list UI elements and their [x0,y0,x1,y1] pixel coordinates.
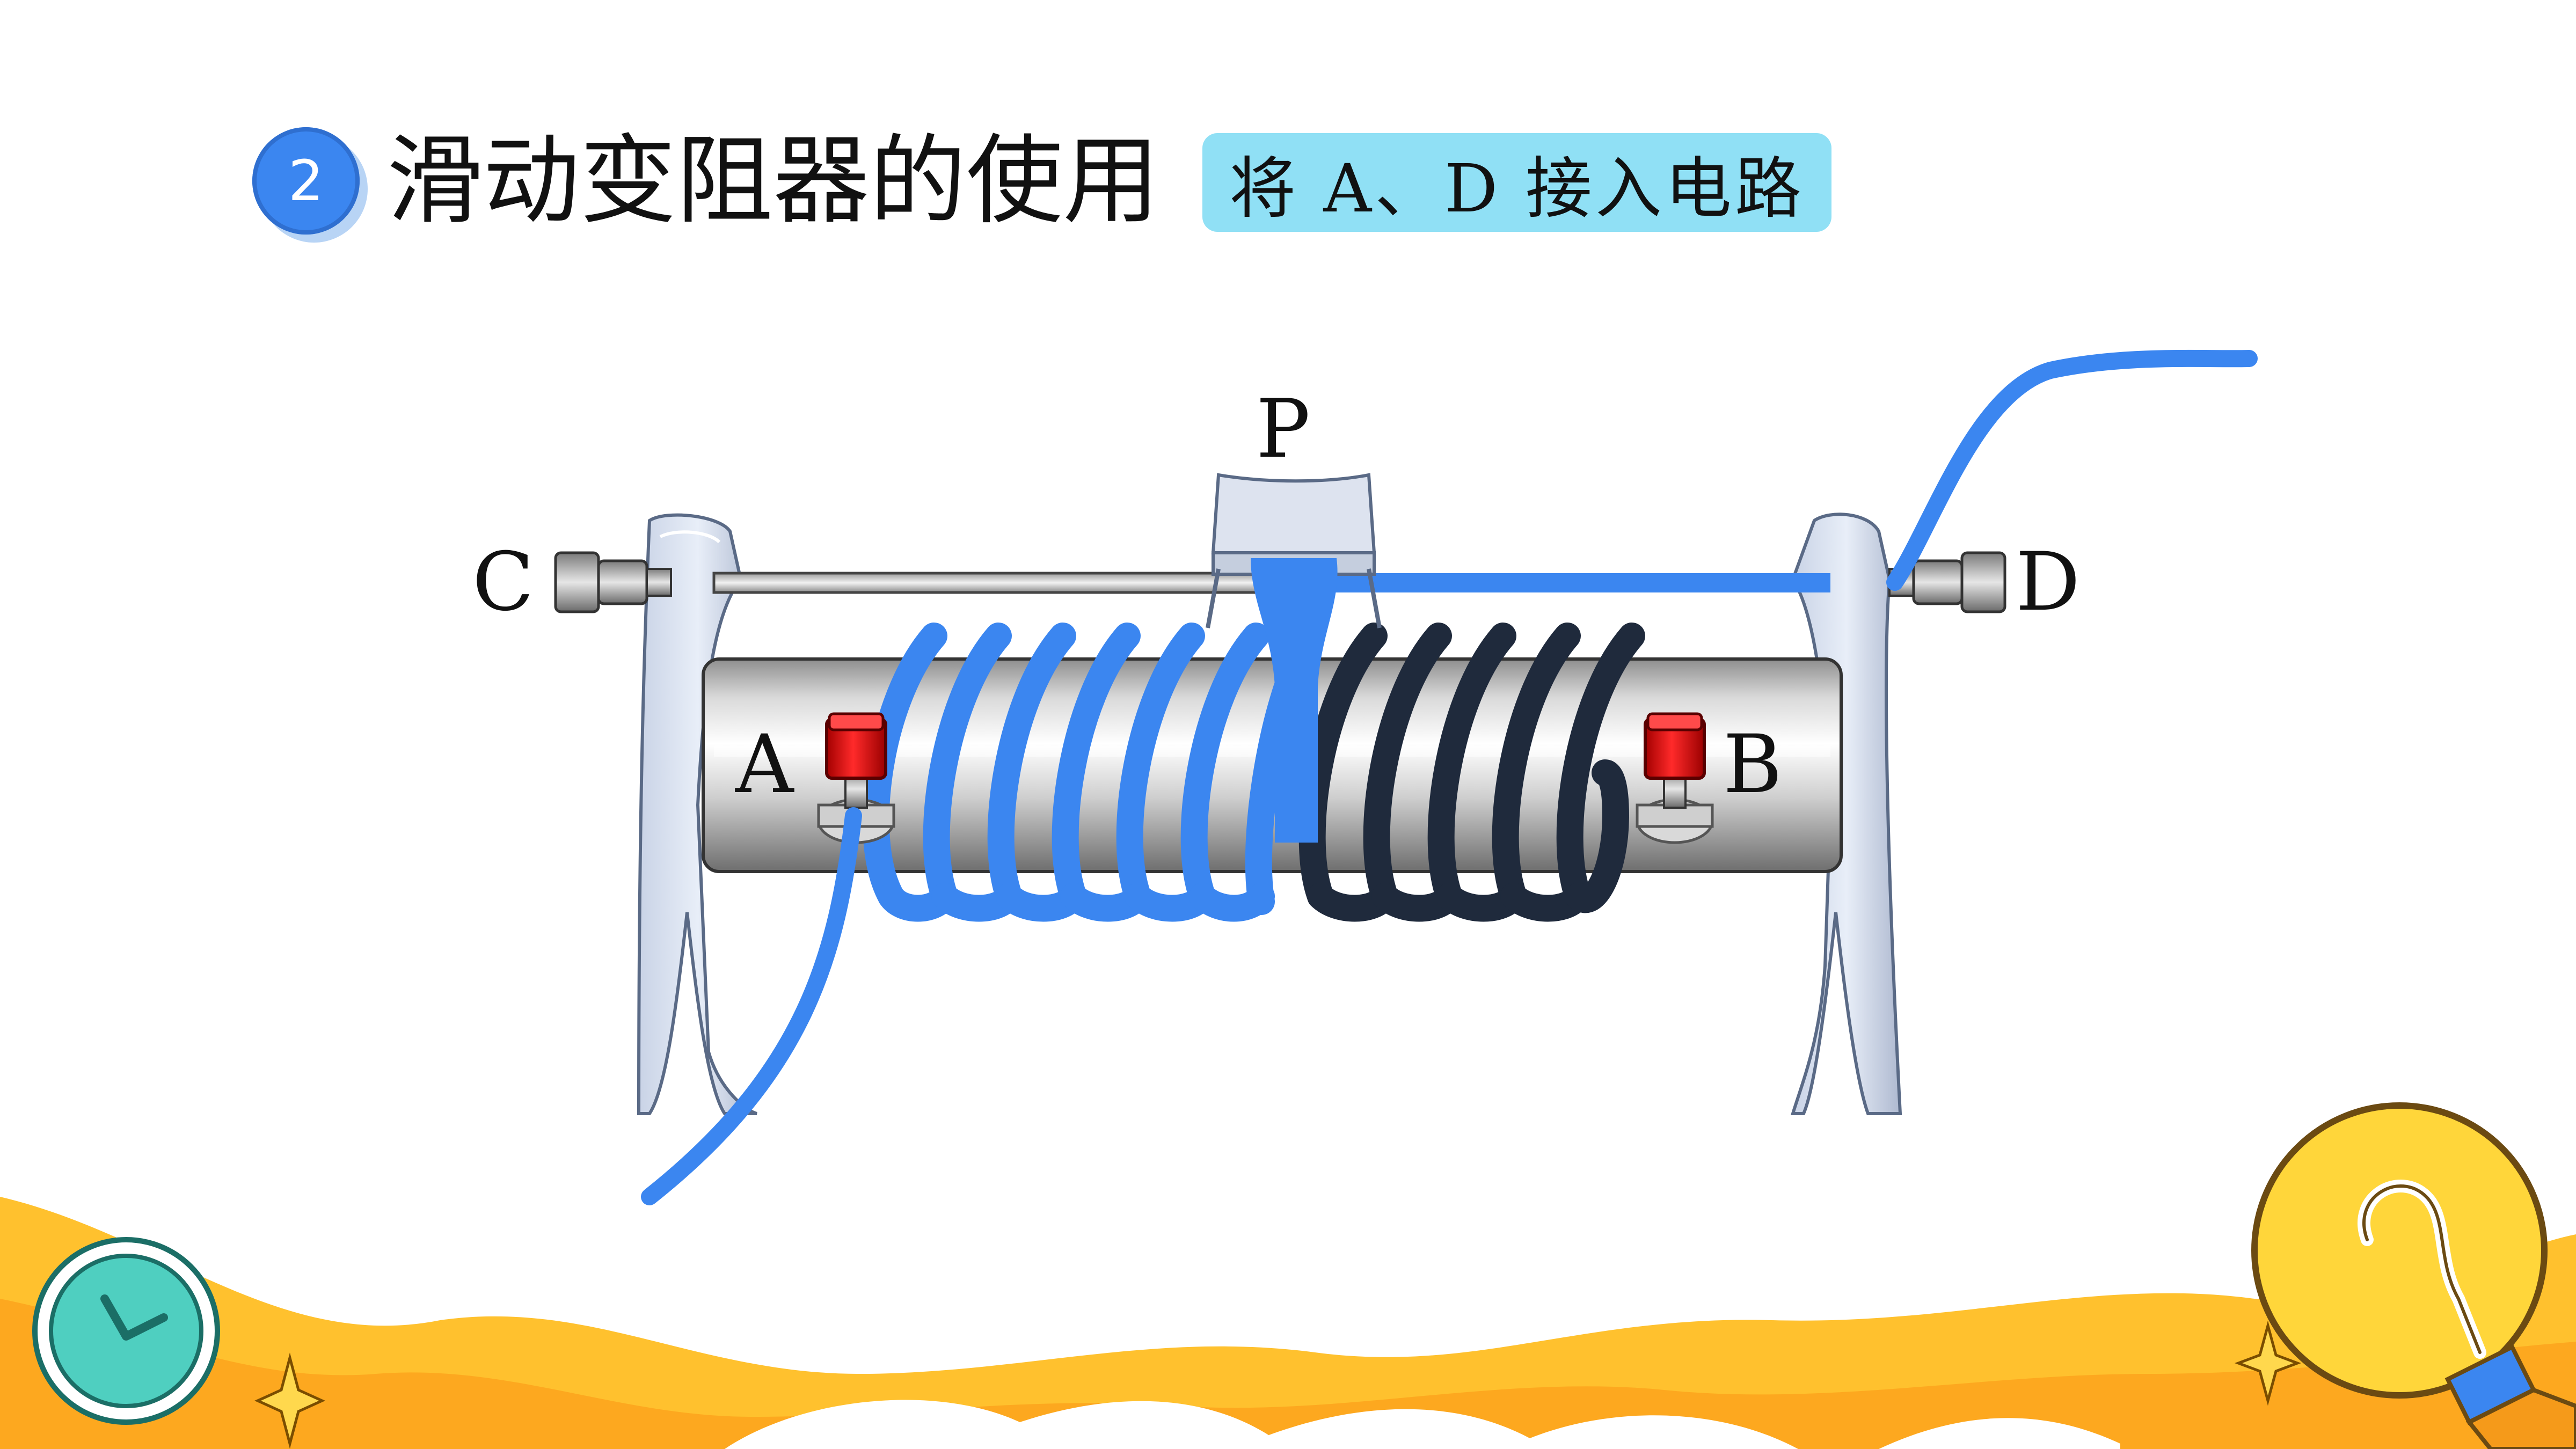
wire-a [641,807,862,1205]
page-title: 滑动变阻器的使用 [386,125,1160,237]
label-d: D [2016,536,2081,629]
label-p: P [1256,383,1310,476]
wave-front-3 [1879,1418,2120,1449]
wave-mid [0,1299,2576,1449]
metal-rod-active [1267,573,1830,592]
lightbulb-icon [2251,1102,2576,1449]
section-number-badge: 2 [252,127,360,235]
wave-front [725,1400,1288,1449]
coil-active [862,623,1323,922]
connection-tag: 将 A、D 接入电路 [1202,133,1831,232]
wave-front-2 [1235,1409,1798,1449]
wire-d [1886,349,2258,591]
bottom-decoration [0,1197,2576,1449]
left-stand [637,513,757,1115]
terminal-c-nut [554,551,672,613]
terminal-b[interactable] [1636,712,1714,844]
sparkle-icon [2234,1320,2302,1406]
rheostat [554,349,2258,1205]
label-c: C [472,536,534,629]
slider-contact [1251,558,1338,843]
coil-inactive [1298,623,1645,922]
terminal-d-nut [1888,551,2006,613]
slider-p[interactable] [1206,473,1382,843]
label-a: A [735,718,794,811]
label-b: B [1723,718,1783,811]
sparkle-icon [254,1352,326,1449]
metal-rod [712,572,1268,594]
clock-icon [32,1237,220,1425]
